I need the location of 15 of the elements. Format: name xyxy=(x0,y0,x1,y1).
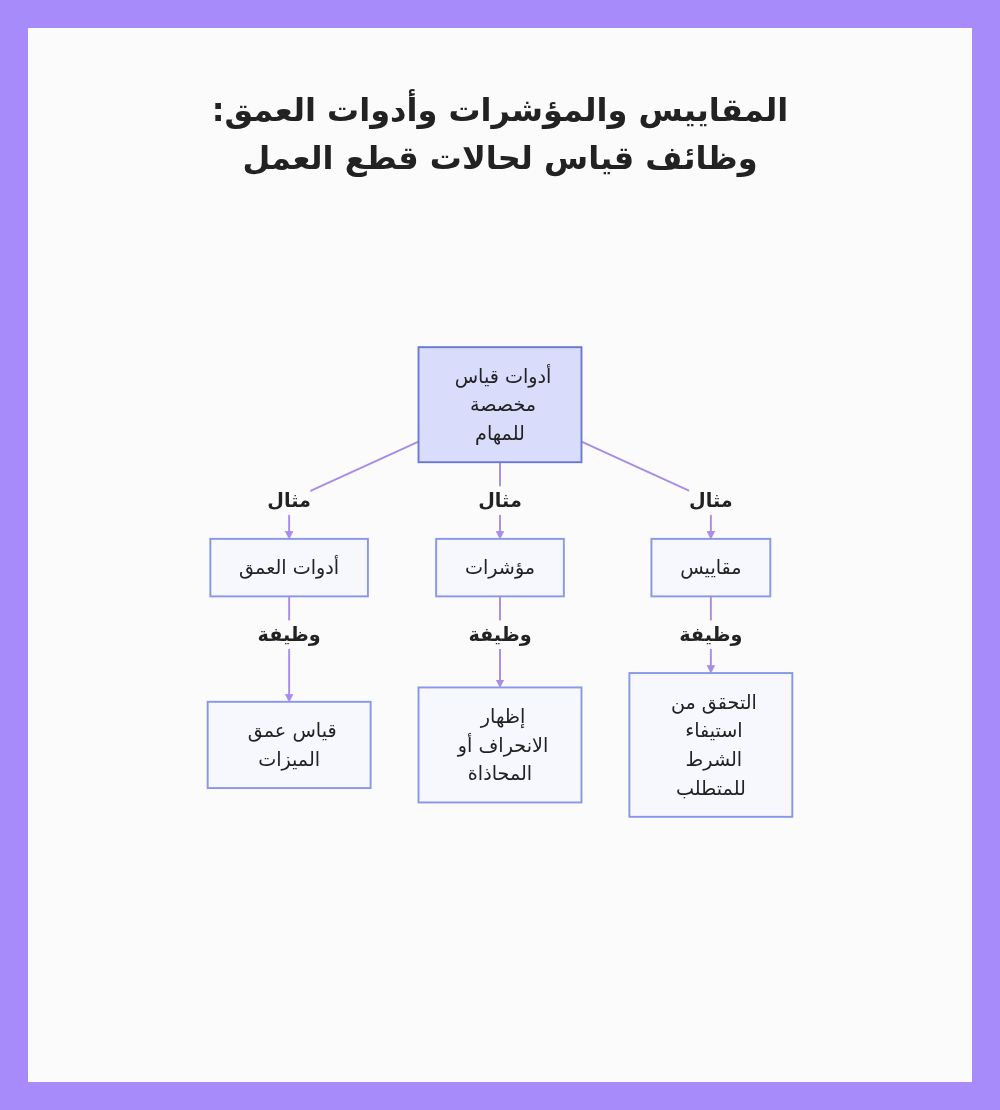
node-box xyxy=(417,346,583,464)
edge-label: مثال xyxy=(689,489,733,513)
edge-label: مثال xyxy=(478,489,522,513)
node-box xyxy=(628,672,794,818)
edge-label: مثال xyxy=(267,489,311,513)
node-box xyxy=(209,537,369,598)
card-background: المقاييس والمؤشرات وأدوات العمق: وظائف قياس لحالات قطع العمل مثال مثال مثال وظيفة وظيفة وظيفة أدوات قياس مخصصة للمهام أدوات العمق مؤشرات مقاييس قياس عمق الميزات إظهار الانحراف أو المحاذاة التحقق من استيفاء الشرط للمتطلب xyxy=(28,28,972,1082)
node-box xyxy=(417,686,583,804)
node-box xyxy=(650,537,772,598)
node-box xyxy=(206,700,372,790)
edge-label: وظيفة xyxy=(257,623,321,647)
edge-label: وظيفة xyxy=(468,623,532,647)
node-box xyxy=(435,537,565,598)
edge-label: وظيفة xyxy=(679,623,743,647)
title: المقاييس والمؤشرات وأدوات العمق: وظائف قياس لحالات قطع العمل xyxy=(210,88,790,179)
